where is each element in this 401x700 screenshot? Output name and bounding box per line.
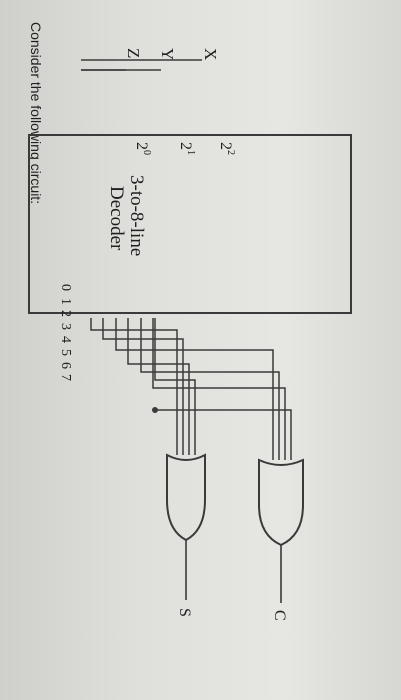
input-weight-z: 20 [133,142,152,155]
decoder-title-line2: Decoder [106,186,127,251]
input-label-y: Y [158,48,177,60]
input-weight-y: 21 [177,142,196,155]
wire-out1-sum [90,318,178,455]
output-label-3: 3 [58,323,73,330]
question-prompt: Consider the following circuit: [28,22,44,204]
wire-out7-carry [155,409,292,460]
output-label-4: 4 [58,336,73,343]
output-c-label: C [271,610,288,621]
input-label-x: X [201,48,220,60]
wire-junction [152,407,158,413]
output-label-1: 1 [58,298,73,305]
wire-out2-sum [102,318,184,455]
input-label-z: Z [124,48,143,58]
wire-out5-carry [140,318,280,460]
output-label-0: 0 [58,284,73,291]
or-gate-carry [258,458,304,547]
wire-out7-sum [154,318,196,455]
decoder-box [28,134,352,314]
or-gate-sum [166,453,206,542]
output-label-7: 7 [58,374,73,381]
wire-out6-carry [152,318,286,460]
output-label-2: 2 [58,310,73,317]
decoder-title-line1: 3-to-8-line [126,175,147,256]
output-label-6: 6 [58,362,73,369]
output-label-5: 5 [58,349,73,356]
wire-out3-carry [115,318,274,460]
input-weight-x: 22 [217,142,236,155]
output-s-label: S [176,608,193,617]
